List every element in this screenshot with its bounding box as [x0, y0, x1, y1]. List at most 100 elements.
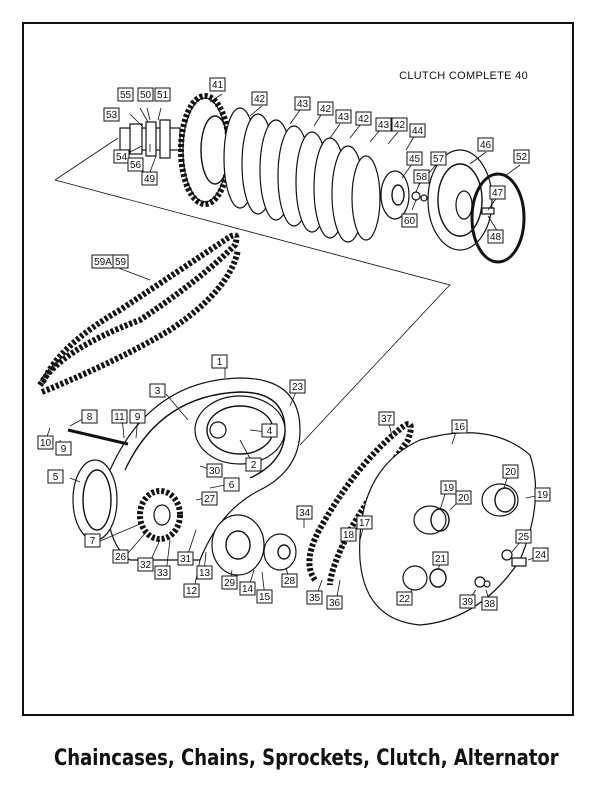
callout-label: 17: [359, 518, 371, 529]
callout-label: 19: [443, 483, 455, 494]
callout-16: 16: [451, 419, 468, 434]
callout-label: 42: [394, 120, 406, 131]
callout-label: 35: [309, 593, 321, 604]
callout-label: 52: [516, 152, 528, 163]
callout-19: 19: [534, 487, 551, 502]
callout-label: 31: [180, 554, 192, 565]
clutch-center-hub: [380, 170, 410, 220]
callout-label: 20: [458, 493, 470, 504]
adjuster-nut: [129, 123, 143, 155]
callout-41: 41: [209, 77, 226, 92]
callout-label: 9: [61, 444, 67, 455]
callout-label: 59A: [94, 257, 112, 268]
callout-label: 44: [412, 126, 424, 137]
callout-59: 59: [112, 254, 129, 269]
callout-11: 11: [111, 409, 128, 424]
callout-14: 14: [239, 581, 256, 596]
callout-21: 21: [432, 551, 449, 566]
callout-22: 22: [396, 591, 413, 606]
callout-42: 42: [391, 117, 408, 132]
callout-label: 33: [157, 568, 169, 579]
callout-label: 54: [116, 152, 128, 163]
callout-label: 39: [462, 597, 474, 608]
callout-label: 51: [157, 90, 169, 101]
callout-label: 47: [492, 188, 504, 199]
callout-25: 25: [515, 529, 532, 544]
callout-label: 20: [505, 467, 517, 478]
callout-label: 32: [140, 560, 152, 571]
callout-label: 60: [404, 216, 416, 227]
callout-label: 41: [212, 80, 224, 91]
callout-3: 3: [149, 383, 166, 398]
washer: [411, 191, 421, 201]
stud: [67, 428, 129, 446]
callout-label: 4: [267, 426, 273, 437]
callout-59a: 59A: [91, 254, 115, 269]
callout-label: 11: [114, 412, 125, 423]
callout-42: 42: [251, 91, 268, 106]
diagram-caption: Chaincases, Chains, Sprockets, Clutch, A…: [54, 746, 559, 771]
callout-5: 5: [47, 469, 64, 484]
callout-label: 29: [224, 578, 236, 589]
callout-label: 57: [433, 154, 445, 165]
callout-label: 5: [53, 472, 59, 483]
callout-13: 13: [196, 565, 213, 580]
callout-49: 49: [141, 171, 158, 186]
callout-17: 17: [356, 515, 373, 530]
callout-31: 31: [177, 551, 194, 566]
callout-48: 48: [487, 229, 504, 244]
level-screw-washer: [501, 549, 513, 561]
callout-label: 30: [209, 466, 221, 477]
callout-54: 54: [113, 149, 130, 164]
callout-label: 10: [40, 438, 52, 449]
callout-33: 33: [154, 565, 171, 580]
callout-1: 1: [211, 354, 228, 369]
callout-label: 7: [90, 536, 96, 547]
callout-36: 36: [326, 595, 343, 610]
callout-53: 53: [103, 107, 120, 122]
callout-23: 23: [289, 379, 306, 394]
spring-cup: [159, 119, 171, 159]
callout-label: 43: [297, 99, 309, 110]
callout-label: 48: [490, 232, 502, 243]
callout-45: 45: [406, 151, 423, 166]
callout-label: 28: [284, 576, 296, 587]
callout-4: 4: [261, 423, 278, 438]
callout-32: 32: [137, 557, 154, 572]
callout-label: 38: [484, 599, 496, 610]
callout-label: 58: [416, 172, 428, 183]
callout-label: 45: [409, 154, 421, 165]
callout-label: 14: [242, 584, 254, 595]
callout-label: 19: [537, 490, 549, 501]
callout-label: 43: [338, 112, 350, 123]
callout-label: 56: [130, 160, 142, 171]
callout-20: 20: [502, 464, 519, 479]
filler-cap: [413, 505, 447, 535]
callout-label: 43: [378, 120, 390, 131]
callout-label: 53: [106, 110, 118, 121]
callout-label: 36: [329, 598, 341, 609]
alternator-rotor: [263, 533, 297, 571]
callout-56: 56: [127, 157, 144, 172]
callout-58: 58: [413, 169, 430, 184]
callout-12: 12: [183, 583, 200, 598]
adjuster-screw: [481, 207, 495, 215]
callout-label: 37: [381, 414, 393, 425]
callout-18: 18: [340, 527, 357, 542]
callout-label: 8: [87, 412, 93, 423]
leader-lines: [44, 93, 542, 604]
callout-label: 59: [115, 257, 127, 268]
callout-29: 29: [221, 575, 238, 590]
circlip: [470, 172, 526, 264]
callout-6: 6: [223, 477, 240, 492]
callout-label: 16: [454, 422, 466, 433]
callout-label: 27: [204, 494, 216, 505]
callout-24: 24: [532, 547, 549, 562]
callout-27: 27: [201, 491, 218, 506]
chaincase-bearing: [209, 421, 227, 439]
callout-52: 52: [513, 149, 530, 164]
callout-label: 49: [144, 174, 156, 185]
callout-label: 42: [320, 104, 332, 115]
